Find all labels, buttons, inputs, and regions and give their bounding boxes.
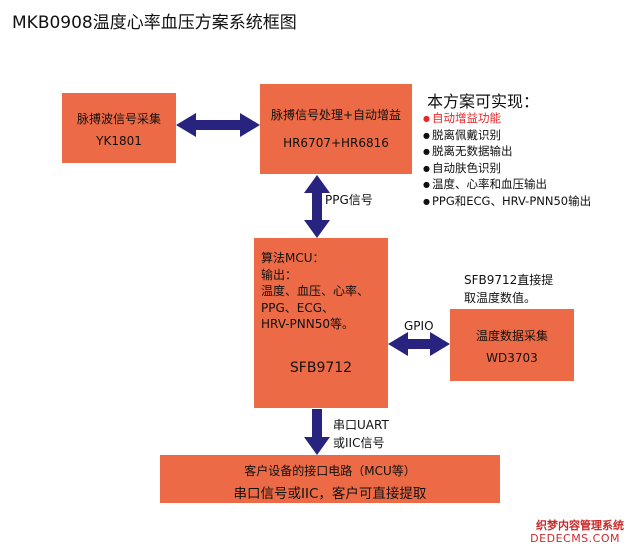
mcu-box: 算法MCU： 输出： 温度、血压、心率、 PPG、ECG、 HRV-PNN50等… bbox=[254, 238, 388, 408]
sfb-note-line1: SFB9712直接提 bbox=[464, 273, 554, 287]
mcu-line: 算法MCU： bbox=[261, 251, 325, 265]
arrow-sensor-processing bbox=[176, 113, 260, 137]
sensor-chip: YK1801 bbox=[96, 134, 142, 148]
features-title: 本方案可实现： bbox=[427, 92, 540, 111]
mcu-line: HRV-PNN50等。 bbox=[261, 317, 355, 331]
processing-box: 脉搏信号处理+自动增益 HR6707+HR6816 bbox=[260, 84, 412, 174]
arrow-mcu-temperature bbox=[388, 332, 450, 356]
ppg-signal-label: PPG信号 bbox=[325, 193, 373, 207]
mcu-line: 输出： bbox=[261, 267, 298, 282]
feature-item: 自动肤色识别 bbox=[423, 161, 591, 178]
interface-description: 串口信号或IIC，客户可直接提取 bbox=[233, 486, 427, 502]
processing-chip: HR6707+HR6816 bbox=[283, 136, 389, 150]
watermark-text: 织梦内容管理系统 bbox=[536, 519, 624, 532]
watermark-url: DEDECMS.COM bbox=[530, 532, 620, 545]
interface-box: 客户设备的接口电路（MCU等） 串口信号或IIC，客户可直接提取 bbox=[160, 455, 500, 503]
diagram-title: MKB0908温度心率血压方案系统框图 bbox=[12, 13, 297, 33]
arrow-mcu-interface bbox=[304, 409, 330, 455]
sensor-box: 脉搏波信号采集 YK1801 bbox=[62, 93, 176, 163]
temperature-label: 温度数据采集 bbox=[475, 329, 548, 343]
gpio-label: GPIO bbox=[404, 319, 434, 333]
feature-item: PPG和ECG、HRV-PNN50输出 bbox=[423, 194, 591, 211]
feature-item: 脱离无数据输出 bbox=[423, 144, 591, 161]
mcu-description: 算法MCU： 输出： 温度、血压、心率、 PPG、ECG、 HRV-PNN50等… bbox=[261, 250, 369, 333]
interface-label: 客户设备的接口电路（MCU等） bbox=[244, 464, 416, 478]
temperature-chip: WD3703 bbox=[486, 351, 538, 365]
uart-label-line1: 串口UART bbox=[333, 418, 389, 432]
feature-item: 温度、心率和血压输出 bbox=[423, 177, 591, 194]
sensor-label: 脉搏波信号采集 bbox=[76, 112, 161, 126]
mcu-line: 温度、血压、心率、 bbox=[261, 284, 370, 298]
temperature-box: 温度数据采集 WD3703 bbox=[450, 309, 574, 381]
uart-label-line2: 或IIC信号 bbox=[333, 436, 385, 450]
sfb-note-line2: 取温度数值。 bbox=[464, 291, 537, 305]
features-list: 自动增益功能 脱离佩戴识别 脱离无数据输出 自动肤色识别 温度、心率和血压输出 … bbox=[423, 111, 591, 211]
processing-label: 脉搏信号处理+自动增益 bbox=[270, 108, 402, 122]
feature-item: 脱离佩戴识别 bbox=[423, 128, 591, 145]
feature-item: 自动增益功能 bbox=[423, 111, 591, 128]
mcu-line: PPG、ECG、 bbox=[261, 300, 335, 315]
arrow-processing-mcu bbox=[304, 175, 330, 238]
mcu-chip: SFB9712 bbox=[289, 360, 353, 376]
